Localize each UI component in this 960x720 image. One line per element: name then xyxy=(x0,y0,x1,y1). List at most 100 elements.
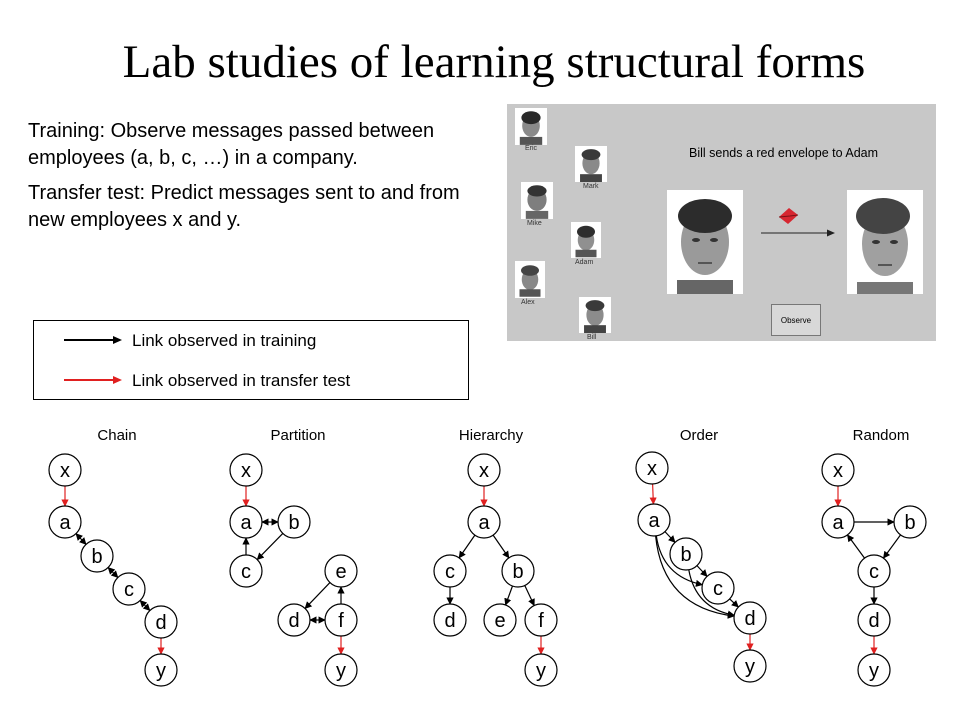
hierarchy-node-a-label: a xyxy=(478,512,490,534)
diagram-title-order: Order xyxy=(680,427,718,444)
hierarchy-node-b: b xyxy=(501,554,535,588)
random-node-d: d xyxy=(857,603,891,637)
order-node-x-circle xyxy=(635,451,669,485)
order-edge-c-d xyxy=(729,598,739,608)
random-node-c: c xyxy=(857,554,891,588)
hierarchy-node-a: a xyxy=(467,505,501,539)
face-mark-photo[interactable] xyxy=(575,146,607,182)
envelope-icon xyxy=(778,208,799,224)
hierarchy-node-e-circle xyxy=(483,603,517,637)
order-node-x: x xyxy=(635,451,669,485)
chain-node-a-label: a xyxy=(59,512,71,534)
legend-black-arrow xyxy=(64,336,122,344)
order-edge-b-c xyxy=(696,565,708,577)
order-node-a: a xyxy=(637,503,671,537)
face-alex-name: Alex xyxy=(521,299,535,306)
hierarchy-node-a-circle xyxy=(467,505,501,539)
hierarchy-node-f: f xyxy=(524,603,558,637)
chain-edge-b-c xyxy=(107,566,119,579)
partition-node-c-circle xyxy=(229,554,263,588)
face-eric-name: Eric xyxy=(525,145,538,152)
experiment-screenshot: Bill sends a red envelope to Adam Eric M… xyxy=(507,104,936,341)
partition-node-c-label: c xyxy=(241,561,251,583)
hierarchy-node-b-label: b xyxy=(512,561,523,583)
random-edge-c-a xyxy=(846,534,866,559)
random-node-y: y xyxy=(857,653,891,687)
hierarchy-node-d-circle xyxy=(433,603,467,637)
face-mark-name: Mark xyxy=(583,183,599,190)
legend-red-arrow xyxy=(64,376,122,384)
hierarchy-edge-a-c xyxy=(458,534,476,559)
chain-node-b: b xyxy=(80,539,114,573)
face-bill-small-photo[interactable] xyxy=(579,297,611,333)
order-edge-a-c xyxy=(655,535,704,587)
random-node-b: b xyxy=(893,505,927,539)
order-node-c-circle xyxy=(701,571,735,605)
legend-training-row: Link observed in training xyxy=(34,330,468,352)
hierarchy-node-c-circle xyxy=(433,554,467,588)
hierarchy-node-d: d xyxy=(433,603,467,637)
legend-transfer-row: Link observed in transfer test xyxy=(34,370,468,392)
hierarchy-node-c: c xyxy=(433,554,467,588)
large-face-sender-photo xyxy=(667,190,743,294)
random-node-x-circle xyxy=(821,453,855,487)
chain-node-c-circle xyxy=(112,572,146,606)
partition-node-e: e xyxy=(324,554,358,588)
face-mike-photo[interactable] xyxy=(521,182,553,219)
random-node-d-label: d xyxy=(868,610,879,632)
diagram-title-hierarchy: Hierarchy xyxy=(459,427,524,444)
chain-node-x-label: x xyxy=(60,460,70,482)
chain-node-c-label: c xyxy=(124,579,134,601)
chain-node-x-circle xyxy=(48,453,82,487)
partition-node-f: f xyxy=(324,603,358,637)
diagram-title-random: Random xyxy=(853,427,910,444)
hierarchy-node-f-label: f xyxy=(538,610,544,632)
partition-node-y: y xyxy=(324,653,358,687)
observe-button[interactable]: Observe xyxy=(771,304,821,336)
partition-node-e-circle xyxy=(324,554,358,588)
order-edge-a-b xyxy=(664,531,676,543)
hierarchy-node-y: y xyxy=(524,653,558,687)
face-eric-photo[interactable] xyxy=(515,108,547,145)
face-bill-name: Bill xyxy=(587,334,597,341)
order-node-c-label: c xyxy=(713,578,723,600)
partition-node-f-label: f xyxy=(338,610,344,632)
chain-node-c: c xyxy=(112,572,146,606)
partition-node-c: c xyxy=(229,554,263,588)
chain-node-a-circle xyxy=(48,505,82,539)
partition-node-d-label: d xyxy=(288,610,299,632)
chain-edge-c-d xyxy=(139,599,151,612)
chain-node-b-circle xyxy=(80,539,114,573)
hierarchy-node-f-circle xyxy=(524,603,558,637)
random-node-b-label: b xyxy=(904,512,915,534)
order-node-y-circle xyxy=(733,649,767,683)
random-node-a-circle xyxy=(821,505,855,539)
random-node-a: a xyxy=(821,505,855,539)
chain-node-d-circle xyxy=(144,605,178,639)
large-face-recipient-photo xyxy=(847,190,923,294)
send-arrow-icon xyxy=(761,229,835,237)
legend-training-label: Link observed in training xyxy=(132,331,317,350)
hierarchy-node-e-label: e xyxy=(494,610,505,632)
order-node-b: b xyxy=(669,537,703,571)
hierarchy-node-y-circle xyxy=(524,653,558,687)
hierarchy-node-b-circle xyxy=(501,554,535,588)
face-adam-small-photo[interactable] xyxy=(571,222,601,258)
random-node-c-circle xyxy=(857,554,891,588)
partition-node-b-circle xyxy=(277,505,311,539)
chain-node-d-label: d xyxy=(155,612,166,634)
partition-node-b-label: b xyxy=(288,512,299,534)
partition-node-b: b xyxy=(277,505,311,539)
chain-node-y-label: y xyxy=(156,660,166,682)
chain-node-y: y xyxy=(144,653,178,687)
face-alex-photo[interactable] xyxy=(515,261,545,298)
diagram-title-chain: Chain xyxy=(97,427,136,444)
hierarchy-node-x: x xyxy=(467,453,501,487)
partition-node-a-circle xyxy=(229,505,263,539)
random-edge-b-c xyxy=(882,534,902,559)
partition-node-y-circle xyxy=(324,653,358,687)
hierarchy-edge-b-e xyxy=(504,585,514,606)
random-node-y-circle xyxy=(857,653,891,687)
message-caption: Bill sends a red envelope to Adam xyxy=(689,146,879,160)
